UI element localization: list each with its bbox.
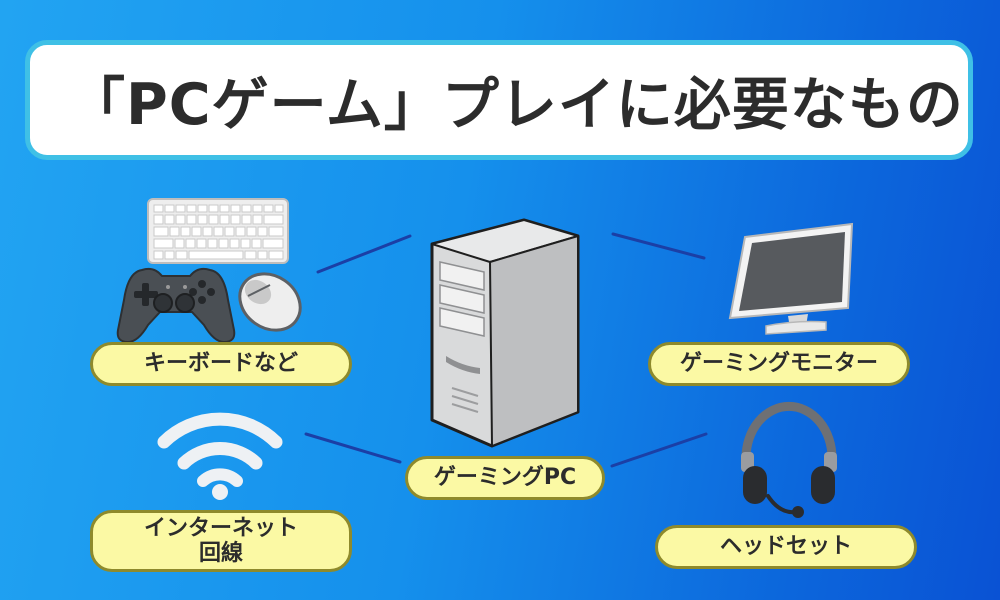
label-headset: ヘッドセット (655, 525, 917, 569)
keyboard-icon (147, 198, 289, 264)
pc-tower-icon (430, 218, 580, 448)
connector-monitor (611, 232, 706, 260)
headset-icon (741, 401, 837, 518)
monitor-icon (728, 222, 854, 335)
mouse-icon (238, 272, 302, 332)
connector-headset (610, 432, 708, 468)
label-gaming-monitor: ゲーミングモニター (648, 342, 910, 386)
title-banner: 「PCゲーム」プレイに必要なもの (25, 40, 973, 160)
label-keyboard: キーボードなど (90, 342, 352, 386)
wifi-icon (157, 412, 283, 500)
page-title: 「PCゲーム」プレイに必要なもの (68, 72, 964, 138)
connector-keyboard (316, 234, 412, 274)
connector-internet (304, 432, 402, 464)
gamepad-icon (116, 267, 236, 344)
label-gaming-pc: ゲーミングPC (405, 456, 605, 500)
label-internet-line: インターネット 回線 (90, 510, 352, 572)
